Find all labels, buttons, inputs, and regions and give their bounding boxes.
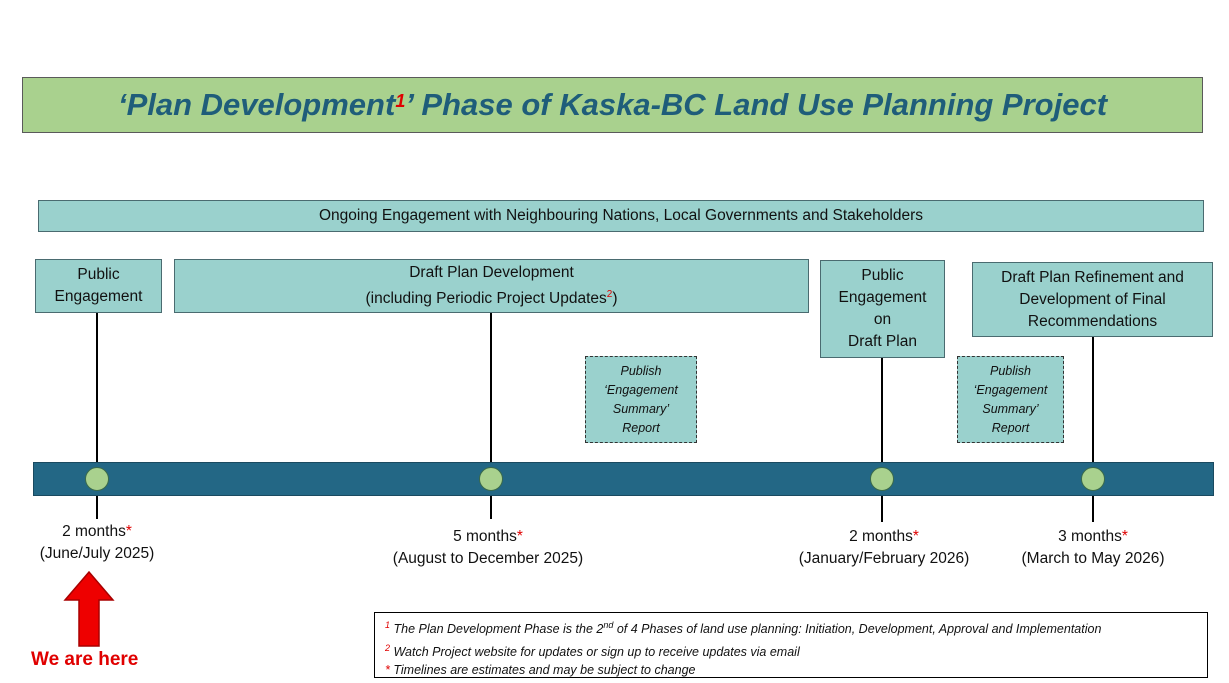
phase-label-line: Draft Plan Refinement and <box>1001 268 1184 286</box>
phase-public-engagement-draft-plan: Public Engagement on Draft Plan <box>820 260 945 358</box>
footnote-3: * Timelines are estimates and may be sub… <box>385 661 1197 680</box>
publish-line: ‘Engagement <box>604 382 678 397</box>
duration-range: (January/February 2026) <box>798 550 970 567</box>
duration-months: 3 months* <box>1003 526 1183 548</box>
title-footnote-mark: 1 <box>395 90 406 111</box>
duration-label: 3 months* (March to May 2026) <box>1003 526 1183 570</box>
milestone-dot <box>870 467 894 491</box>
phase-label-line: Development of Final <box>1019 290 1166 308</box>
duration-range: (August to December 2025) <box>392 550 584 567</box>
duration-range: (June/July 2025) <box>39 545 155 562</box>
phase-draft-plan-development: Draft Plan Development (including Period… <box>174 259 809 313</box>
ordinal-suffix: nd <box>603 620 614 630</box>
connector-line <box>881 358 883 522</box>
title-text-after: ’ Phase of Kaska-BC Land Use Planning Pr… <box>405 87 1108 122</box>
milestone-dot <box>479 467 503 491</box>
footnote-mark: 2 <box>606 288 613 300</box>
phase-label-text: (including Periodic Project Updates <box>365 290 607 308</box>
phase-label-line: on <box>873 311 892 328</box>
duration-months-text: 2 months <box>62 523 126 540</box>
duration-months-text: 5 months <box>453 528 517 545</box>
publish-line: ‘Engagement <box>973 382 1048 397</box>
footnote-text: The Plan Development Phase is the 2 <box>390 622 604 637</box>
title-text-before: ‘Plan Development <box>117 87 396 122</box>
duration-label: 2 months* (January/February 2026) <box>774 526 994 570</box>
publish-line: Summary’ <box>982 401 1039 416</box>
footnote-text: Timelines are estimates and may be subje… <box>389 663 696 678</box>
phase-public-engagement: Public Engagement <box>35 259 162 313</box>
up-arrow-icon <box>63 570 115 647</box>
connector-line <box>96 313 98 519</box>
estimate-mark: * <box>516 528 523 545</box>
duration-months-text: 3 months <box>1058 528 1122 545</box>
publish-line: Publish <box>990 363 1031 378</box>
phase-label-line: Draft Plan Development <box>409 263 574 281</box>
footnote-1: 1 The Plan Development Phase is the 2nd … <box>385 616 1197 639</box>
phase-label-line: Public <box>861 267 904 284</box>
ongoing-engagement-banner: Ongoing Engagement with Neighbouring Nat… <box>38 200 1204 232</box>
phase-label-line: Engagement <box>838 289 927 306</box>
publish-engagement-summary-box: Publish ‘Engagement Summary’ Report <box>585 356 697 443</box>
phase-label-line: Engagement <box>54 288 143 305</box>
phase-label-line: Recommendations <box>1027 312 1158 330</box>
milestone-dot <box>1081 467 1105 491</box>
phase-draft-plan-refinement: Draft Plan Refinement and Development of… <box>972 262 1213 337</box>
connector-line <box>490 313 492 519</box>
duration-months: 5 months* <box>368 526 608 548</box>
milestone-dot <box>85 467 109 491</box>
phase-label-text: ) <box>612 290 618 308</box>
publish-line: Report <box>991 420 1030 435</box>
footnote-mark: 2 <box>385 642 391 653</box>
footnote-text: of 4 Phases of land use planning: Initia… <box>613 622 1102 637</box>
connector-line <box>1092 337 1094 522</box>
footnotes-box: 1 The Plan Development Phase is the 2nd … <box>374 612 1208 678</box>
footnote-mark: * <box>385 663 390 678</box>
we-are-here-label: We are here <box>31 649 139 670</box>
footnote-mark: 1 <box>385 620 391 630</box>
publish-engagement-summary-box: Publish ‘Engagement Summary’ Report <box>957 356 1064 443</box>
duration-months: 2 months* <box>774 526 994 548</box>
duration-range: (March to May 2026) <box>1021 550 1165 567</box>
publish-line: Publish <box>620 363 662 378</box>
footnote-2: 2 Watch Project website for updates or s… <box>385 639 1197 662</box>
ongoing-engagement-label: Ongoing Engagement with Neighbouring Nat… <box>318 207 923 224</box>
footnote-text: Watch Project website for updates or sig… <box>390 644 800 659</box>
duration-label: 5 months* (August to December 2025) <box>368 526 608 570</box>
publish-line: Summary’ <box>612 401 670 416</box>
estimate-mark: * <box>1121 528 1128 545</box>
phase-label-line: (including Periodic Project Updates2) <box>366 284 618 310</box>
phase-label-line: Public <box>77 266 120 283</box>
estimate-mark: * <box>912 528 919 545</box>
estimate-mark: * <box>125 523 132 540</box>
duration-months-text: 2 months <box>849 528 913 545</box>
phase-label-line: Draft Plan <box>848 333 917 350</box>
duration-months: 2 months* <box>17 521 177 543</box>
duration-label: 2 months* (June/July 2025) <box>17 521 177 565</box>
timeline-bar <box>33 462 1214 496</box>
publish-line: Report <box>622 420 660 435</box>
